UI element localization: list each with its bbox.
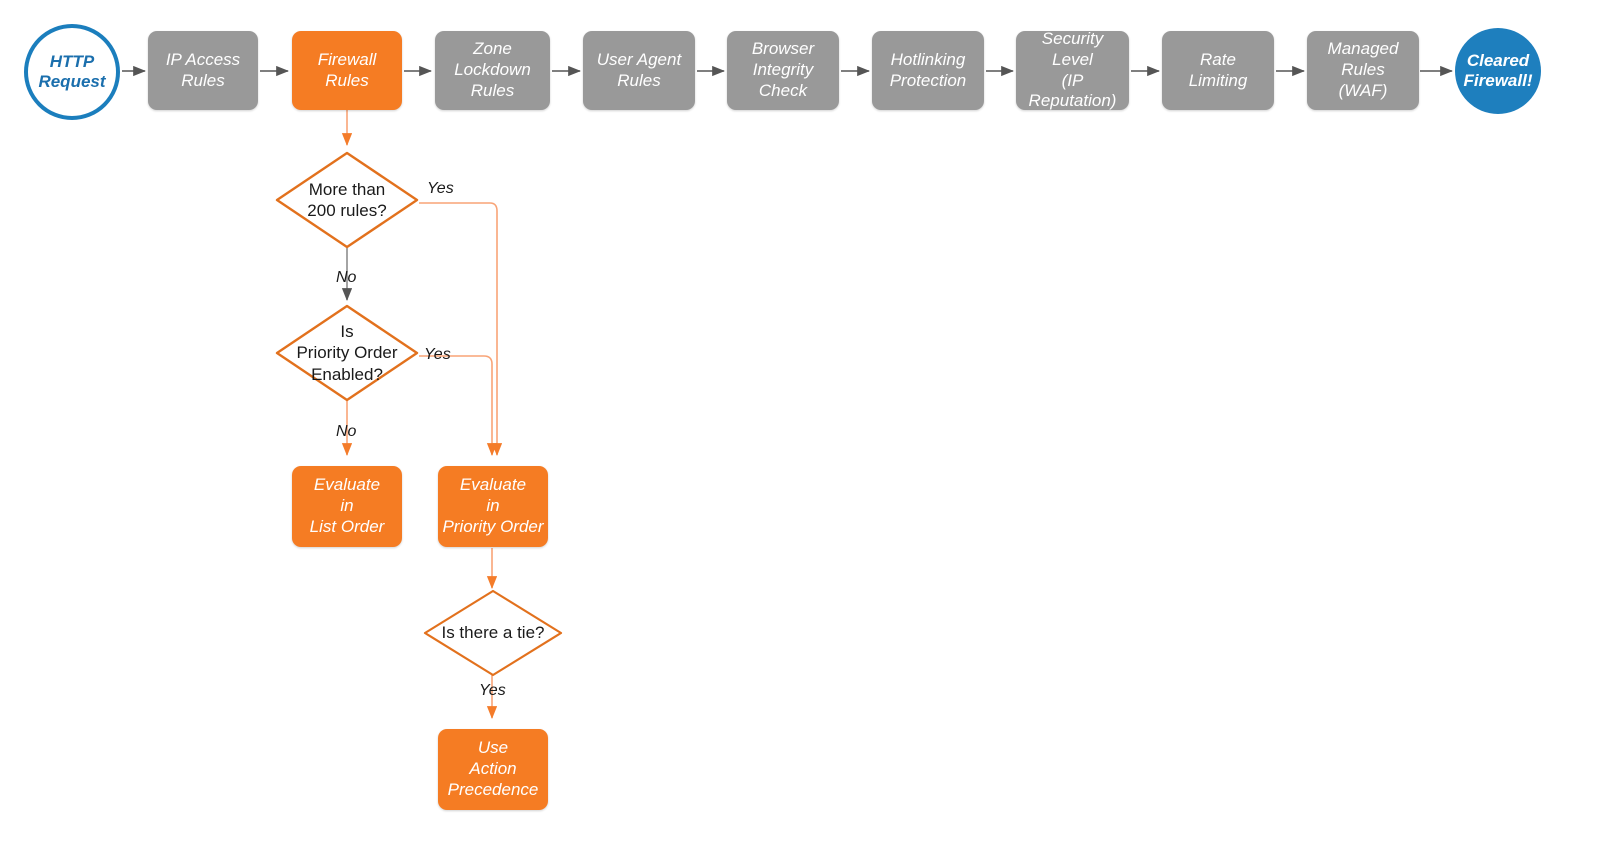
node-cleared-firewall-label: Cleared Firewall!	[1463, 50, 1533, 90]
node-firewall-rules[interactable]: Firewall Rules	[292, 31, 402, 110]
node-managed-rules-waf[interactable]: Managed Rules (WAF)	[1307, 31, 1419, 110]
node-use-action-precedence[interactable]: Use Action Precedence	[438, 729, 548, 810]
node-decision-more-than-200-rules[interactable]: More than 200 rules?	[275, 151, 419, 249]
edge-label-priority-yes: Yes	[424, 346, 451, 363]
node-managed-rules-waf-label: Managed Rules (WAF)	[1327, 39, 1399, 100]
node-rate-limiting-label: Rate Limiting	[1188, 49, 1248, 90]
node-hotlinking-protection-label: Hotlinking Protection	[889, 49, 967, 90]
node-http-request[interactable]: HTTP Request	[24, 24, 120, 120]
node-evaluate-in-list-order[interactable]: Evaluate in List Order	[292, 466, 402, 547]
edge-label-more-rules-yes: Yes	[427, 180, 454, 197]
node-cleared-firewall[interactable]: Cleared Firewall!	[1455, 28, 1541, 114]
node-security-level[interactable]: Security Level (IP Reputation)	[1016, 29, 1129, 111]
node-hotlinking-protection[interactable]: Hotlinking Protection	[872, 31, 984, 110]
node-zone-lockdown-rules-label: Zone Lockdown Rules	[454, 39, 531, 100]
node-decision-is-there-a-tie[interactable]: Is there a tie?	[423, 589, 563, 677]
node-user-agent-rules-label: User Agent Rules	[596, 49, 682, 90]
node-firewall-rules-label: Firewall Rules	[317, 49, 377, 90]
node-zone-lockdown-rules[interactable]: Zone Lockdown Rules	[435, 31, 550, 110]
node-security-level-label: Security Level (IP Reputation)	[1028, 29, 1117, 111]
node-decision-is-priority-order-enabled-label: Is Priority Order Enabled?	[296, 322, 398, 384]
edge-200-yes-to-priority-eval	[419, 202, 503, 456]
node-user-agent-rules[interactable]: User Agent Rules	[583, 31, 695, 110]
node-decision-is-priority-order-enabled[interactable]: Is Priority Order Enabled?	[275, 304, 419, 402]
node-decision-more-than-200-rules-label: More than 200 rules?	[307, 179, 387, 220]
node-browser-integrity-check[interactable]: Browser Integrity Check	[727, 31, 839, 110]
edge-label-more-rules-no: No	[336, 269, 357, 286]
node-browser-integrity-check-label: Browser Integrity Check	[751, 39, 815, 100]
diamond-shape-more-than-200-rules	[275, 151, 419, 249]
node-decision-is-there-a-tie-label: Is there a tie?	[441, 623, 545, 643]
node-use-action-precedence-label: Use Action Precedence	[447, 738, 539, 799]
node-evaluate-in-list-order-label: Evaluate in List Order	[309, 475, 385, 536]
edge-label-priority-no: No	[336, 423, 357, 440]
node-rate-limiting[interactable]: Rate Limiting	[1162, 31, 1274, 110]
edge-priority-yes-to-priority-eval	[419, 355, 498, 456]
node-evaluate-in-priority-order[interactable]: Evaluate in Priority Order	[438, 466, 548, 547]
node-ip-access-rules[interactable]: IP Access Rules	[148, 31, 258, 110]
diamond-shape-is-priority-order-enabled	[275, 304, 419, 402]
edge-label-tie-yes: Yes	[479, 682, 506, 699]
diamond-shape-is-there-a-tie	[423, 589, 563, 677]
node-ip-access-rules-label: IP Access Rules	[165, 49, 241, 90]
node-evaluate-in-priority-order-label: Evaluate in Priority Order	[442, 475, 544, 536]
node-http-request-label: HTTP Request	[38, 51, 106, 91]
